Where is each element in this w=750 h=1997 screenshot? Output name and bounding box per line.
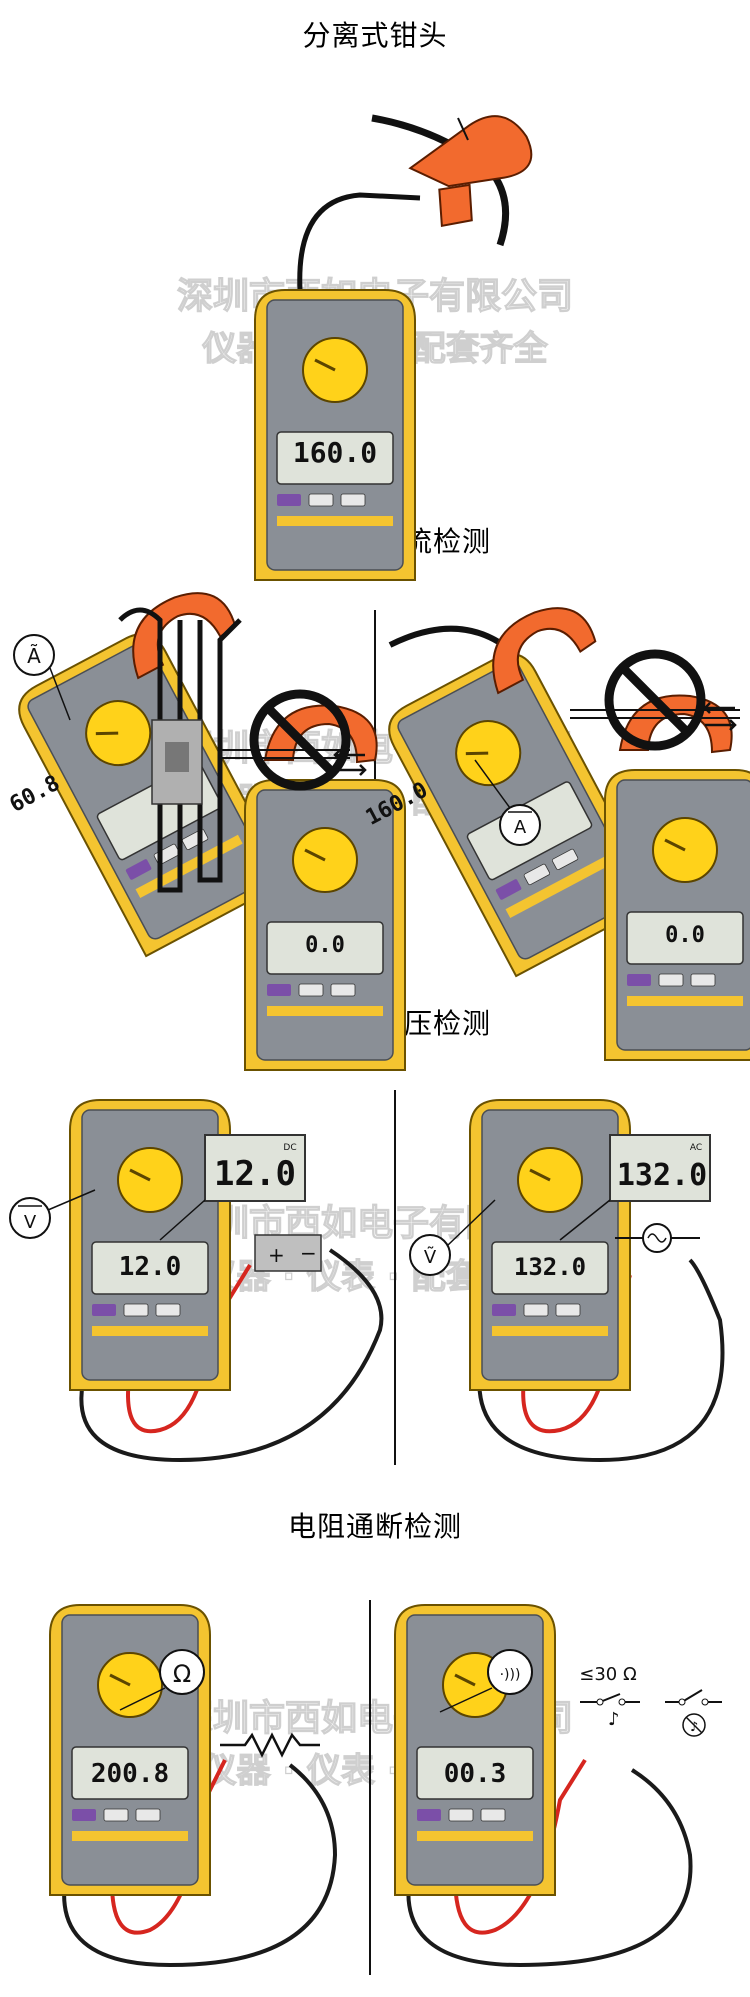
black-test-lead	[477, 1258, 725, 1463]
beep-symbol: ·)))	[500, 1667, 521, 1683]
meter-1	[253, 288, 417, 582]
meter-9-display: 00.3	[444, 1759, 507, 1789]
resistance-illustration: 200.8 Ω	[48, 1603, 338, 1968]
ac-volt-badge	[409, 1234, 451, 1276]
dc-amp-symbol: A	[514, 817, 527, 838]
dc-volt-badge	[9, 1197, 51, 1239]
arrow-right	[335, 764, 367, 776]
callout-line	[47, 1189, 96, 1211]
resistor-icon	[220, 1732, 320, 1758]
zoom-display-value: 12.0	[214, 1154, 296, 1194]
arrow-left	[333, 749, 365, 761]
battery-minus: −	[300, 1241, 317, 1265]
meter-1-display: 160.0	[293, 436, 377, 469]
direction-arrow	[457, 117, 469, 141]
beep-badge	[487, 1649, 533, 1695]
zoom-display-value: 132.0	[617, 1158, 707, 1193]
ac-amp-badge	[13, 634, 55, 676]
continuity-illustration: 00.3 ·))) ≤30 Ω ♪ ♪	[393, 1603, 722, 1968]
ohm-badge	[159, 1649, 205, 1695]
meter-6-display: 12.0	[119, 1252, 182, 1282]
dc-current-illustration: 160.0 A 0.0	[362, 591, 750, 1062]
zoom-display-unit: DC	[283, 1143, 296, 1153]
clamp-cable	[297, 192, 421, 291]
callout-line	[119, 1687, 166, 1711]
switch-closed-icon	[580, 1693, 640, 1703]
black-test-lead	[79, 1248, 384, 1463]
meter-5	[603, 768, 750, 1062]
no-beep-slash	[685, 1716, 703, 1734]
ac-voltage-illustration: 132.0 132.0 AC Ṽ	[409, 1098, 725, 1463]
switch-node	[678, 1698, 686, 1706]
flex-clamp-head	[408, 115, 533, 228]
sine-icon	[647, 1233, 667, 1243]
callout-line	[447, 1199, 496, 1246]
dc-volt-symbol: V	[24, 1212, 37, 1233]
callout-line	[559, 1199, 611, 1241]
switch-node	[618, 1698, 626, 1706]
section-title-flex-clamp: 分离式钳头	[302, 19, 448, 52]
zoom-display-unit: AC	[690, 1143, 702, 1153]
zoom-display	[609, 1134, 711, 1202]
callout-line	[159, 1199, 206, 1241]
section-title-resistance: 电阻通断检测	[287, 1510, 462, 1543]
meter-7-display: 132.0	[514, 1253, 586, 1281]
callout-line	[439, 1687, 493, 1713]
no-beep-note: ♪	[690, 1720, 698, 1735]
arrow-left	[703, 702, 735, 714]
battery	[254, 1234, 322, 1272]
meter-2-display: 60.8	[6, 771, 65, 818]
switch-node	[701, 1698, 709, 1706]
meter-3-display: 0.0	[305, 933, 345, 958]
black-test-lead	[406, 1768, 693, 1968]
callout-line	[474, 759, 511, 809]
battery-plus: +	[268, 1243, 285, 1267]
dc-voltage-illustration: 12.0 12.0 DC + − V	[9, 1098, 384, 1463]
flex-clamp-illustration: 160.0	[253, 114, 533, 582]
ac-volt-symbol: Ṽ	[424, 1246, 437, 1268]
continuity-threshold: ≤30 Ω	[579, 1664, 637, 1685]
breaker-switch	[165, 742, 189, 772]
meter-8	[48, 1603, 212, 1897]
dc-amp-badge	[499, 804, 541, 846]
meter-7	[468, 1098, 632, 1392]
zoom-display	[204, 1134, 306, 1202]
ohm-symbol: Ω	[173, 1660, 191, 1688]
ac-amp-symbol: Ã	[27, 644, 41, 668]
callout-line	[49, 667, 71, 721]
meter-8-display: 200.8	[91, 1759, 169, 1789]
arrow-right	[705, 719, 737, 731]
ac-current-illustration: 60.8 Ã 0.0	[6, 576, 407, 1072]
meter-5-display: 0.0	[665, 923, 705, 948]
wire-pair-1	[118, 607, 183, 893]
switch-open-icon	[665, 1689, 722, 1703]
switch-node	[596, 1698, 604, 1706]
meter-9	[393, 1603, 557, 1897]
beep-note-icon: ♪	[608, 1709, 620, 1730]
black-test-lead	[62, 1763, 338, 1968]
